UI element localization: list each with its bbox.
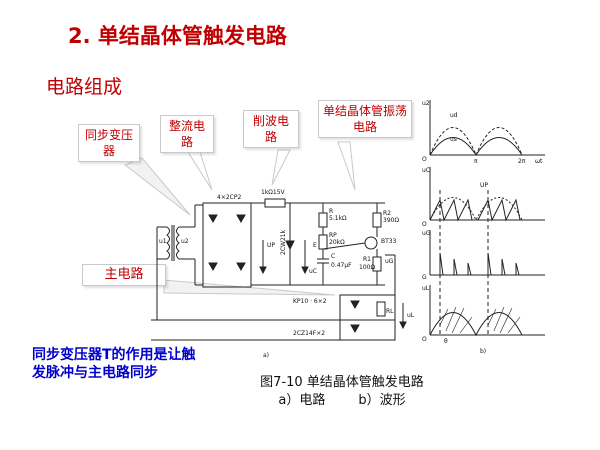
page-title: 2. 单结晶体管触发电路	[68, 24, 287, 48]
label-ujt: BT33	[381, 238, 397, 245]
resistor-1k	[264, 198, 286, 208]
label-r2: R2	[383, 210, 391, 217]
transformer-primary	[166, 226, 170, 260]
thyristor-1	[350, 300, 360, 310]
caption-line-2: a）电路 b）波形	[278, 393, 406, 408]
wave-label-2pi: 2π	[518, 158, 526, 165]
wave-label-fig-b: b)	[480, 348, 486, 355]
callout-sync-transformer: 同步变压器	[78, 124, 140, 162]
wave-label-wt: ωt	[535, 158, 543, 165]
wave-label-u2: u2	[422, 100, 430, 107]
label-thyristor: KP10 · 6×2	[293, 298, 327, 305]
potentiometer-rp	[318, 234, 328, 250]
label-e: E	[313, 242, 317, 249]
wave-label-up: UP	[480, 182, 488, 189]
callout-rectifier: 整流电路	[160, 115, 214, 153]
zener-diode	[285, 240, 295, 251]
label-u1: u1	[159, 238, 167, 245]
label-c: C	[331, 253, 335, 260]
waveform-diagram: u2 ud us O π 2π ωt uC UP O uG G uL O θ b…	[422, 100, 545, 355]
wave-label-ud: ud	[450, 112, 458, 119]
ujt-symbol	[364, 236, 378, 250]
main-diode-1	[350, 324, 360, 334]
section-subtitle: 电路组成	[46, 76, 123, 98]
callout-main-circuit: 主电路	[82, 264, 166, 286]
label-ug: uG	[385, 258, 394, 265]
wave-label-uc: uC	[422, 167, 430, 174]
label-u2: u2	[181, 238, 189, 245]
wave-label-o-2: O	[422, 221, 427, 228]
label-zener: 2CW21k	[280, 229, 287, 255]
load-resistor	[376, 301, 386, 317]
label-r2-value: 390Ω	[383, 217, 399, 224]
ujt-callout-pointer	[337, 141, 356, 191]
wave-label-pi: π	[474, 158, 478, 165]
label-r-value: 5.1kΩ	[329, 215, 347, 222]
label-rl: RL	[386, 308, 394, 315]
wave-label-ul: uL	[422, 285, 430, 292]
label-ul: uL	[407, 312, 415, 319]
label-r1-value: 100Ω	[359, 264, 375, 271]
label-r1: R1	[363, 256, 371, 263]
callout-clipper: 削波电路	[243, 110, 299, 148]
clipper-callout-pointer	[271, 149, 291, 186]
label-r: R	[329, 208, 333, 215]
transformer-secondary	[176, 226, 180, 260]
label-fig-a: a)	[263, 352, 269, 359]
circuit-diagram: 4×2CP2 1kΩ15V 2CW21k R 5.1kΩ RP 20kΩ C 0…	[151, 189, 415, 359]
label-rp: RP	[329, 232, 337, 239]
bridge-diode-1	[208, 214, 218, 224]
wave-label-ug: uG	[422, 230, 431, 237]
label-diodes: 2CZ14F×2	[293, 330, 325, 337]
resistor-r2	[372, 212, 382, 228]
bridge-diode-4	[236, 262, 246, 272]
label-uc: uC	[309, 268, 317, 275]
callout-ujt-oscillator: 单结晶体管振荡电路	[318, 100, 412, 138]
label-rp-value: 20kΩ	[329, 239, 345, 246]
figure-caption: 图7-10 单结晶体管触发电路 a）电路 b）波形	[212, 374, 472, 410]
label-bridge: 4×2CP2	[217, 194, 241, 201]
bridge-diode-2	[236, 214, 246, 224]
bridge-diode-3	[208, 262, 218, 272]
caption-line-1: 图7-10 单结晶体管触发电路	[260, 375, 424, 390]
sync-transformer-note: 同步变压器T的作用是让触发脉冲与主电路同步	[32, 347, 196, 381]
wave-label-g: G	[422, 274, 427, 281]
wave-label-o-1: O	[422, 156, 427, 163]
label-c-value: 0.47μF	[331, 262, 352, 269]
wave-label-us: us	[450, 136, 457, 143]
resistor-r	[318, 212, 328, 228]
label-resistor-top: 1kΩ15V	[261, 189, 286, 196]
label-up: UP	[267, 242, 275, 249]
wave-label-o-3: O	[422, 336, 427, 343]
wave-label-theta: θ	[444, 338, 448, 345]
